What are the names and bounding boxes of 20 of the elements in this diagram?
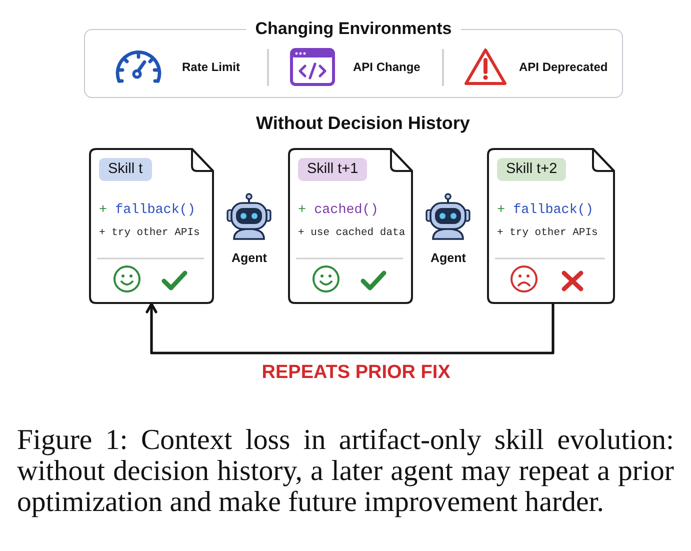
section-heading: Without Decision History: [256, 112, 470, 134]
change-note: + try other APIs: [497, 227, 598, 240]
change-note: + try other APIs: [99, 227, 200, 240]
agent-label: Agent: [430, 251, 466, 266]
environment-label: API Change: [353, 60, 420, 74]
skill-document: [288, 148, 413, 304]
code-line: + fallback(): [99, 203, 196, 219]
skill-document: [89, 148, 214, 304]
change-note: + use cached data: [298, 227, 406, 240]
skill-tag: Skill t: [99, 158, 152, 181]
environment-label: Rate Limit: [182, 60, 240, 74]
skill-tag: Skill t+1: [298, 158, 368, 181]
figure-caption: Figure 1: Context loss in artifact-only skill evolution: without decision history, a later agent may repeat a prior optimization and make future improvement harder.: [17, 425, 674, 518]
agent-label: Agent: [232, 251, 267, 266]
code-line: + cached(): [298, 203, 378, 219]
feedback-arrow: [146, 302, 554, 354]
skill-document: [487, 148, 615, 304]
skill-tag: Skill t+2: [497, 158, 566, 181]
environment-label: API Deprecated: [519, 60, 608, 74]
code-line: + fallback(): [497, 203, 594, 219]
